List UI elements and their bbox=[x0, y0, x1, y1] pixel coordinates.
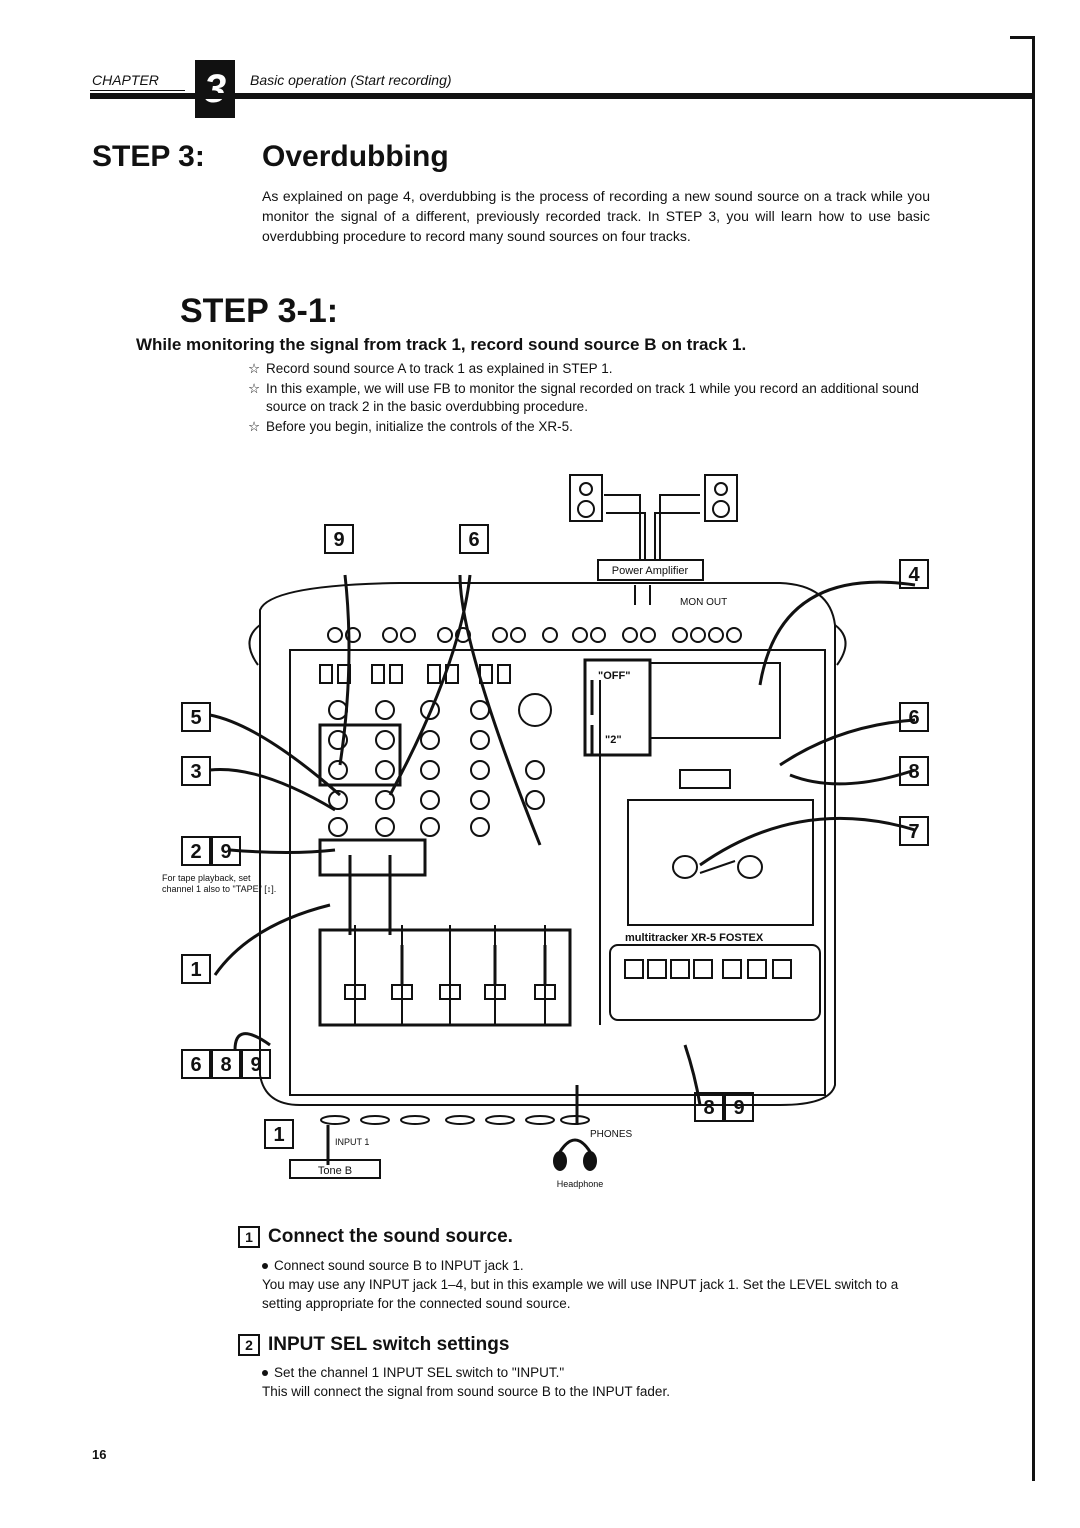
section1-heading: 1 Connect the sound source. bbox=[238, 1226, 513, 1248]
svg-text:9: 9 bbox=[220, 841, 231, 863]
callout-box: 9 bbox=[324, 524, 354, 554]
star-icon: ☆ bbox=[248, 361, 261, 376]
note-item: ☆ Before you begin, initialize the contro… bbox=[248, 418, 933, 436]
chapter-number-badge: 3 bbox=[195, 60, 235, 118]
substep-label: STEP 3-1: bbox=[180, 292, 339, 330]
off-label: "OFF" bbox=[598, 670, 630, 682]
callout-box: 8 bbox=[899, 756, 929, 786]
chapter-underline bbox=[90, 90, 185, 91]
bullet-icon bbox=[262, 1263, 268, 1270]
callout-box: 3 bbox=[181, 756, 211, 786]
svg-text:6: 6 bbox=[468, 529, 479, 551]
callout-box: 9 bbox=[241, 1049, 271, 1079]
phones-label: PHONES bbox=[590, 1129, 633, 1140]
brand-label: multitracker XR-5 FOSTEX bbox=[625, 932, 764, 944]
svg-text:4: 4 bbox=[908, 564, 920, 586]
headphone-icon bbox=[556, 1138, 594, 1156]
step-label: STEP 3: bbox=[92, 140, 205, 173]
substep-heading: While monitoring the signal from track 1… bbox=[136, 335, 747, 354]
svg-text:5: 5 bbox=[190, 707, 201, 729]
svg-text:9: 9 bbox=[733, 1097, 744, 1119]
page-number: 16 bbox=[92, 1447, 107, 1462]
svg-text:1: 1 bbox=[273, 1124, 284, 1146]
svg-text:9: 9 bbox=[250, 1054, 261, 1076]
section2-title: INPUT SEL switch settings bbox=[268, 1334, 510, 1355]
callout-box: 7 bbox=[899, 816, 929, 846]
callout-box: 1 bbox=[181, 954, 211, 984]
callout-box: 8 bbox=[694, 1092, 724, 1122]
callout-box: 9 bbox=[724, 1092, 754, 1122]
section1-title: Connect the sound source. bbox=[268, 1226, 513, 1247]
callout-box: 4 bbox=[899, 559, 929, 589]
right-margin-rule bbox=[1032, 36, 1035, 1481]
note-text: Before you begin, initialize the control… bbox=[266, 419, 573, 434]
svg-text:7: 7 bbox=[908, 821, 919, 843]
section1-bullet-line: Connect sound source B to INPUT jack 1. bbox=[262, 1256, 934, 1275]
substep-notes: ☆ Record sound source A to track 1 as exp… bbox=[248, 360, 933, 438]
svg-text:6: 6 bbox=[908, 707, 919, 729]
svg-text:3: 3 bbox=[190, 761, 201, 783]
svg-text:8: 8 bbox=[908, 761, 919, 783]
svg-text:9: 9 bbox=[333, 529, 344, 551]
svg-text:8: 8 bbox=[703, 1097, 714, 1119]
section2-bullet-line: Set the channel 1 INPUT SEL switch to "I… bbox=[262, 1363, 934, 1382]
section2-body: Set the channel 1 INPUT SEL switch to "I… bbox=[262, 1363, 934, 1401]
svg-text:6: 6 bbox=[190, 1054, 201, 1076]
callout-box: 9 bbox=[211, 836, 241, 866]
tape-note: For tape playback, set channel 1 also to… bbox=[162, 873, 277, 894]
right-margin-cap bbox=[1010, 36, 1035, 39]
callout-box: 6 bbox=[181, 1049, 211, 1079]
tone-b-label: Tone B bbox=[318, 1165, 352, 1177]
callout-box: 5 bbox=[181, 702, 211, 732]
star-icon: ☆ bbox=[248, 381, 261, 396]
right-speaker-icon bbox=[704, 474, 738, 522]
callout-box: 6 bbox=[459, 524, 489, 554]
step-title: Overdubbing bbox=[262, 140, 449, 173]
left-speaker-icon bbox=[569, 474, 603, 522]
chapter-title: Basic operation (Start recording) bbox=[250, 72, 452, 88]
section1-paragraph: You may use any INPUT jack 1–4, but in t… bbox=[262, 1277, 899, 1311]
input1-label: INPUT 1 bbox=[335, 1137, 369, 1147]
note-item: ☆ In this example, we will use FB to moni… bbox=[248, 380, 933, 416]
section2-number: 2 bbox=[238, 1334, 260, 1356]
section1-bullet: Connect sound source B to INPUT jack 1. bbox=[274, 1258, 524, 1273]
tone-b-box bbox=[289, 1159, 381, 1179]
section2-bullet: Set the channel 1 INPUT SEL switch to "I… bbox=[274, 1365, 565, 1380]
power-amplifier-label: Power Amplifier bbox=[612, 565, 689, 577]
bullet-icon bbox=[262, 1370, 268, 1377]
callout-box: 8 bbox=[211, 1049, 241, 1079]
section1-number: 1 bbox=[238, 1226, 260, 1248]
svg-text:2: 2 bbox=[190, 841, 201, 863]
svg-text:8: 8 bbox=[220, 1054, 231, 1076]
callout-box: 6 bbox=[899, 702, 929, 732]
mon-out-label: MON OUT bbox=[680, 597, 727, 608]
headphone-label: Headphone bbox=[557, 1179, 604, 1189]
power-amplifier-box bbox=[597, 559, 704, 581]
intro-paragraph: As explained on page 4, overdubbing is t… bbox=[262, 188, 930, 244]
chapter-label: CHAPTER bbox=[92, 72, 159, 88]
note-text: In this example, we will use FB to monit… bbox=[266, 381, 919, 414]
header-rule bbox=[90, 93, 1035, 99]
mixer-diagram: 9 6 4 5 6 3 8 2 9 7 1 6 8 9 8 9 1 Power … bbox=[162, 474, 929, 1189]
callout-box: 2 bbox=[181, 836, 211, 866]
knob-grid bbox=[328, 693, 552, 837]
section2-paragraph: This will connect the signal from sound … bbox=[262, 1384, 670, 1399]
two-label: "2" bbox=[605, 734, 622, 746]
svg-text:1: 1 bbox=[190, 959, 201, 981]
note-text: Record sound source A to track 1 as expl… bbox=[266, 361, 613, 376]
star-icon: ☆ bbox=[248, 419, 261, 434]
section1-body: Connect sound source B to INPUT jack 1. … bbox=[262, 1256, 934, 1313]
note-item: ☆ Record sound source A to track 1 as exp… bbox=[248, 360, 933, 378]
callout-box: 1 bbox=[264, 1119, 294, 1149]
section2-heading: 2 INPUT SEL switch settings bbox=[238, 1334, 509, 1356]
